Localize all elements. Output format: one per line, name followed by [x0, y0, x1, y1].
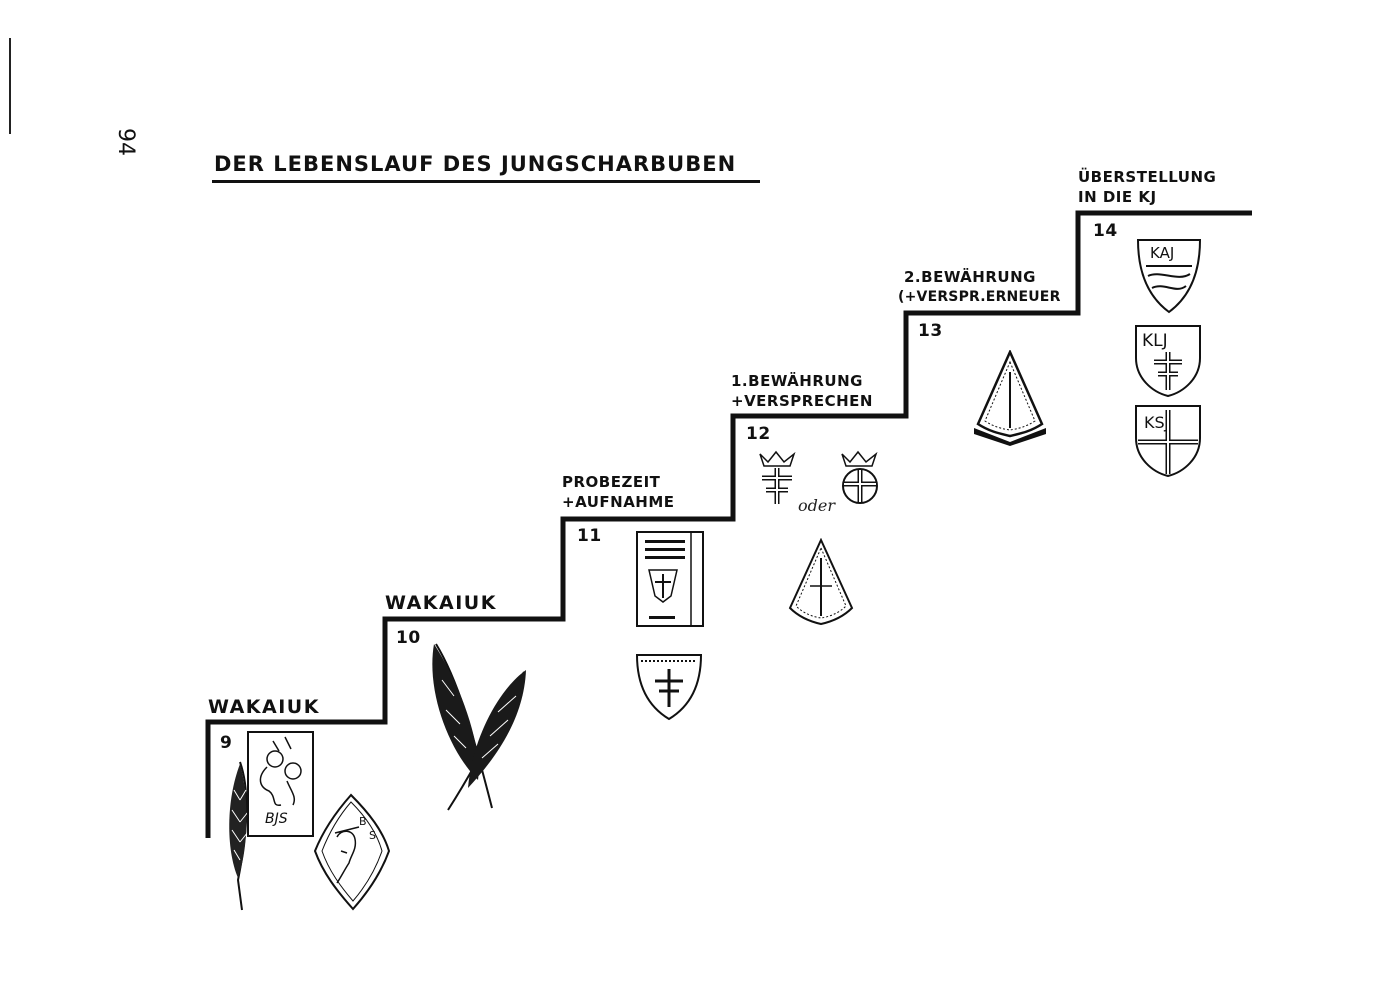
svg-text:B: B — [359, 815, 367, 828]
conjunction-text: oder — [798, 496, 835, 515]
step-9-label: WAKAIUK — [208, 696, 320, 718]
shield-icon — [635, 654, 703, 721]
step-11-label-line2: +AUFNAHME — [562, 493, 675, 511]
kaj-shield-icon: KAJ — [1136, 239, 1202, 314]
step-13-label-line2: (+VERSPR.ERNEUER — [898, 289, 1061, 305]
cross-crown-icon — [759, 450, 796, 504]
card-text: BJS — [265, 811, 288, 827]
step-12-label-line2: +VERSPRECHEN — [731, 392, 873, 410]
step-12-label-line1: 1.BEWÄHRUNG — [731, 372, 863, 390]
step-14-label-line2: IN DIE KJ — [1078, 188, 1157, 206]
step-14-age: 14 — [1093, 221, 1118, 241]
triangle-pennant-large-icon — [974, 350, 1046, 446]
title-underline — [212, 180, 760, 183]
step-13-label-line1: 2.BEWÄHRUNG — [904, 268, 1036, 286]
step-11-age: 11 — [577, 526, 602, 546]
klj-text: KLJ — [1142, 331, 1168, 351]
step-10-label: WAKAIUK — [385, 592, 497, 614]
diamond-badge-icon: B S — [313, 793, 391, 911]
feathers-icon — [432, 643, 526, 811]
step-10-age: 10 — [396, 628, 421, 648]
step-13-age: 13 — [918, 321, 943, 341]
triangle-pennant-icon — [788, 538, 854, 626]
kaj-text: KAJ — [1150, 244, 1174, 262]
ksj-text: KSJ — [1144, 413, 1169, 432]
step-12-age: 12 — [746, 424, 771, 444]
svg-text:S: S — [369, 829, 376, 842]
staircase-line — [205, 210, 1252, 838]
page-title: DER LEBENSLAUF DES JUNGSCHARBUBEN — [214, 152, 737, 176]
cross-crown-icon-alt — [841, 450, 878, 504]
feather-icon — [229, 761, 249, 911]
step-14-label-line1: ÜBERSTELLUNG — [1078, 168, 1217, 186]
ksj-shield-icon: KSJ — [1135, 405, 1201, 478]
klj-shield-icon: KLJ — [1135, 325, 1201, 398]
card-icon: BJS — [247, 731, 314, 837]
step-11-label-line1: PROBEZEIT — [562, 473, 661, 491]
step-9-age: 9 — [220, 733, 233, 753]
booklet-icon — [636, 531, 704, 627]
